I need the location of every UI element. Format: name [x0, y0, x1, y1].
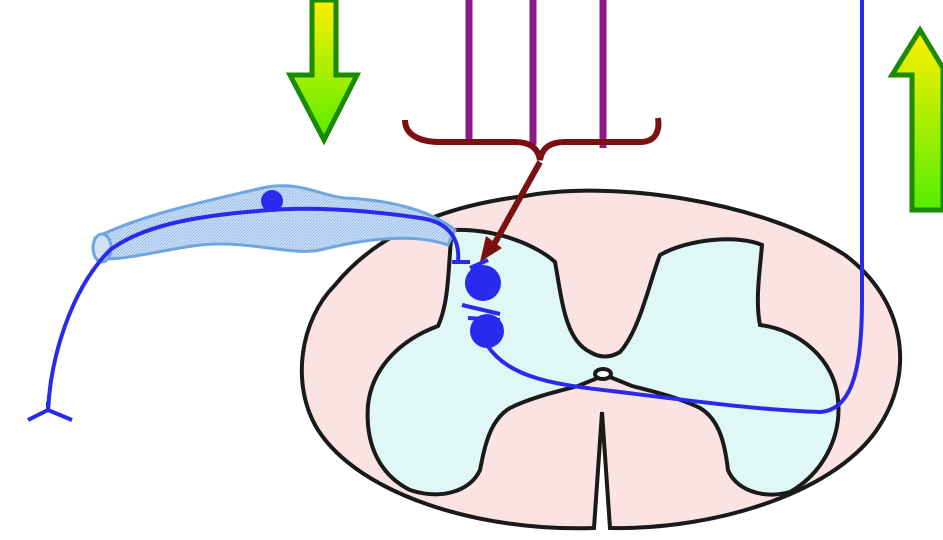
ganglion-cell-body — [261, 190, 283, 212]
central-canal — [595, 369, 611, 379]
descending-fibers — [469, 0, 603, 148]
down-arrow — [290, 0, 357, 140]
interneuron-2 — [470, 314, 504, 348]
interneuron-1 — [465, 265, 501, 301]
up-arrow — [892, 30, 943, 210]
sensory-ending — [28, 402, 72, 420]
